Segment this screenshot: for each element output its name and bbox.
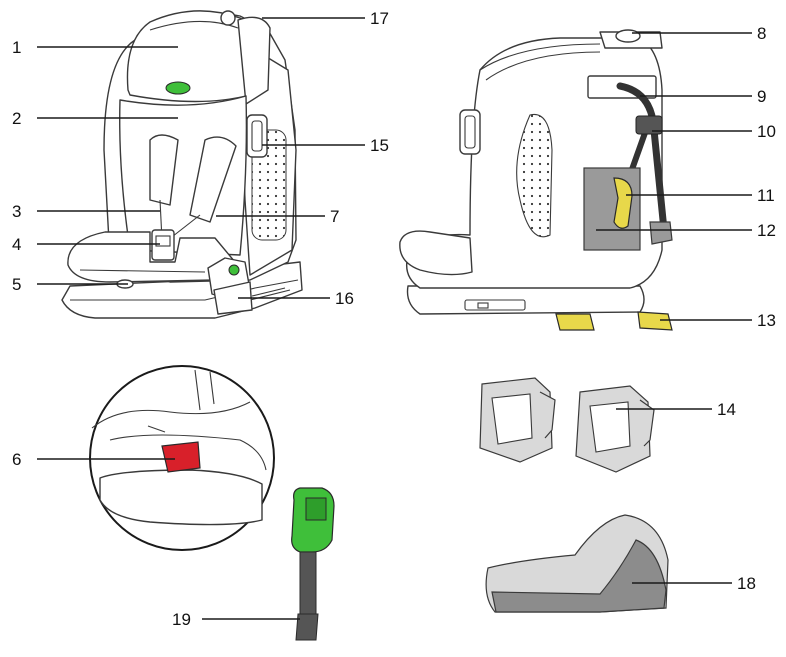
- isofix-connector-right: [637, 311, 673, 331]
- label-12: 12: [757, 221, 776, 240]
- label-16: 16: [335, 289, 354, 308]
- leader-lines: [37, 17, 752, 620]
- seat-front-view: [61, 10, 303, 319]
- label-14: 14: [717, 400, 736, 419]
- green-adjuster: [165, 81, 191, 95]
- label-6: 6: [12, 450, 21, 469]
- label-11: 11: [757, 186, 775, 205]
- isofix-guides: [479, 377, 655, 473]
- label-15: 15: [370, 136, 389, 155]
- label-5: 5: [12, 275, 21, 294]
- isofix-connector-left: [555, 313, 595, 331]
- top-tether-strap: [291, 487, 335, 641]
- label-9: 9: [757, 87, 766, 106]
- label-2: 2: [12, 109, 21, 128]
- label-18: 18: [737, 574, 756, 593]
- label-1: 1: [12, 38, 21, 57]
- seat-side-view: [399, 29, 673, 331]
- label-19: 19: [172, 610, 191, 629]
- label-7: 7: [330, 207, 339, 226]
- label-4: 4: [12, 235, 21, 254]
- label-10: 10: [757, 122, 776, 141]
- part-number-labels: 1 2 3 4 5 6 7 8 9 10 11 12 13 14 15 16 1…: [12, 9, 776, 629]
- booster-cushion: [485, 514, 669, 613]
- label-13: 13: [757, 311, 776, 330]
- label-17: 17: [370, 9, 389, 28]
- red-recline-handle: [161, 441, 201, 473]
- detail-circle-recline-handle: [89, 365, 275, 551]
- yellow-hook: [613, 177, 633, 229]
- label-3: 3: [12, 202, 21, 221]
- storage-pocket: [583, 167, 641, 251]
- label-8: 8: [757, 24, 766, 43]
